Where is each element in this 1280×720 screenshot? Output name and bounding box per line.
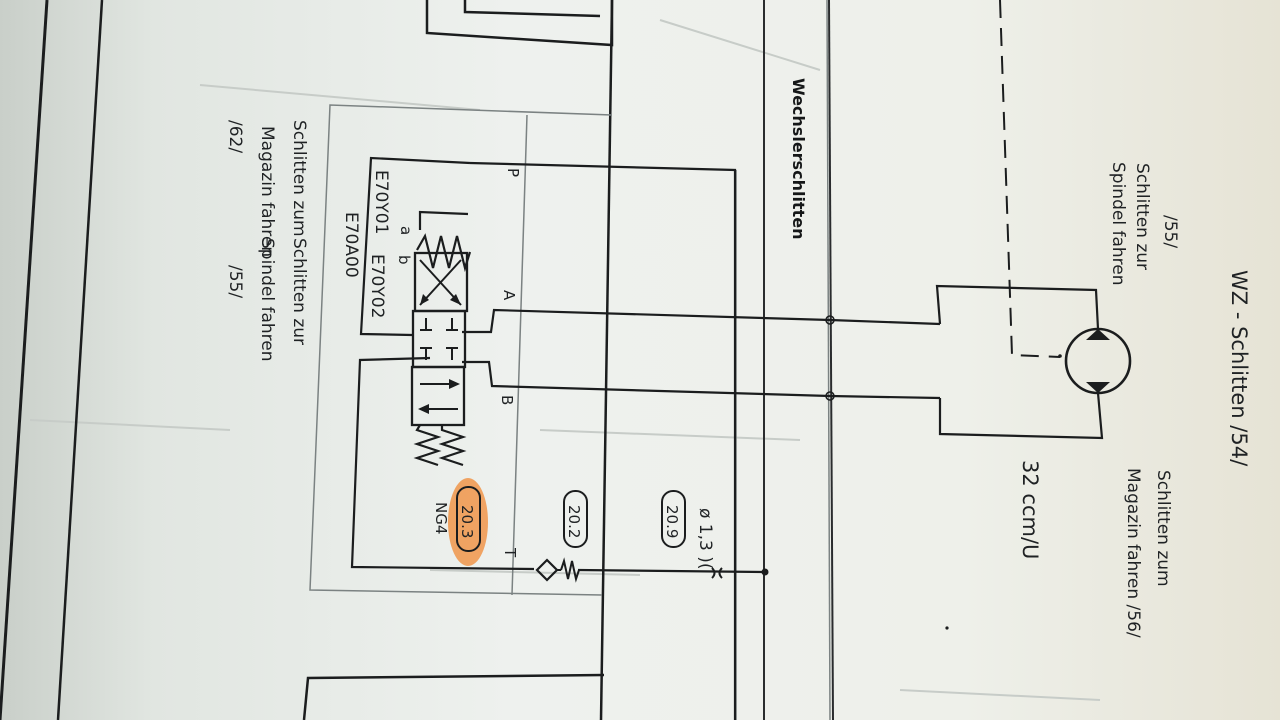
function-b-line2: Spindel fahren — [257, 238, 277, 361]
orifice-label: ø 1,3 )( — [695, 508, 715, 570]
badge-20-9-frame — [661, 490, 686, 548]
motor-magazine-line2: Magazin fahren /56/ — [1123, 468, 1143, 638]
function-b-line1: Schlitten zur — [289, 238, 309, 345]
directional-valve-4-3 — [410, 210, 472, 467]
badge-20-3-frame — [456, 486, 481, 552]
valve-id: E70A00 — [341, 212, 361, 278]
solenoid-b-letter: b — [395, 255, 413, 265]
solenoid-a-id: E70Y01 — [371, 170, 391, 234]
tank-line — [350, 356, 535, 571]
motor-magazine-line1: Schlitten zum — [1153, 470, 1173, 587]
solenoid-b-id: E70Y02 — [367, 254, 387, 318]
function-a-line2: Magazin fahren — [257, 126, 277, 257]
stray-dot — [945, 626, 949, 630]
function-a-line3: /62/ — [225, 120, 245, 153]
valve-outline — [359, 156, 471, 337]
motor-spindle-line1: Schlitten zur — [1132, 163, 1152, 270]
tank-line-right — [577, 568, 767, 574]
section-label: Wechslerschlitten — [789, 78, 808, 239]
orifice-symbol — [711, 567, 723, 579]
solenoid-a-letter: a — [397, 226, 415, 235]
ref-valve-size: NG4 — [432, 502, 450, 534]
bleed-through-print — [29, 19, 1101, 701]
ref-check: 20.2 — [565, 505, 583, 538]
check-valve — [535, 557, 580, 583]
ref-orifice: 20.9 — [663, 505, 681, 538]
badge-20-2-frame — [563, 490, 588, 548]
function-a-line1: Schlitten zum — [289, 120, 309, 237]
junction-b — [825, 391, 835, 401]
hydraulic-motor — [935, 0, 1132, 440]
ref-valve: 20.3 — [458, 505, 476, 538]
pressure-line — [469, 161, 737, 720]
junction-a — [825, 315, 835, 325]
function-b-line3: /55/ — [225, 265, 245, 298]
motor-displacement: 32 ccm/U — [1018, 460, 1042, 559]
motor-title: WZ - Schlitten /54/ — [1227, 270, 1251, 467]
port-p-label: P — [504, 168, 522, 177]
page-border — [0, 0, 104, 720]
circuit-frame-lines — [302, 0, 834, 720]
motor-spindle-line2: Spindel fahren — [1108, 162, 1128, 285]
tank-junction — [761, 568, 769, 576]
line-a — [462, 308, 941, 334]
port-t-label: T — [501, 547, 519, 558]
port-a-label: A — [500, 290, 518, 301]
line-b — [462, 360, 941, 400]
port-b-label: B — [498, 395, 516, 405]
motor-spindle-ref: /55/ — [1160, 215, 1180, 248]
